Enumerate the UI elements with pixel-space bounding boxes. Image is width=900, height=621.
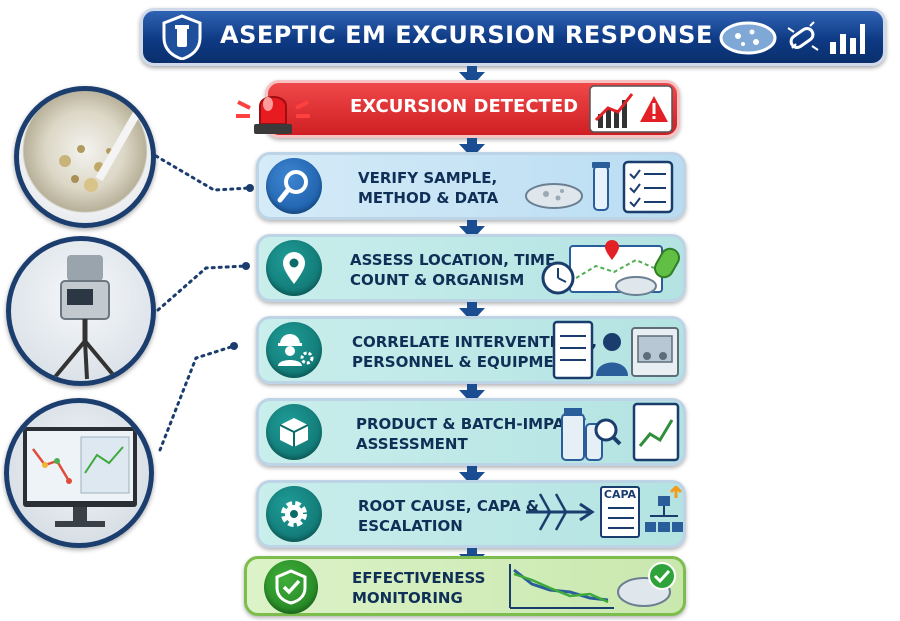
page-title: ASEPTIC EM EXCURSION RESPONSE (220, 21, 713, 49)
location-pin-icon (266, 240, 322, 296)
flow-arrow-stem (467, 66, 477, 74)
alert-chart-icon (589, 85, 673, 133)
shield-vial-icon (162, 14, 202, 60)
step-label: VERIFY SAMPLE, METHOD & DATA (358, 169, 499, 207)
step-verify (256, 152, 686, 220)
bar-chart-icon (830, 24, 865, 54)
flow-arrow-stem (467, 138, 477, 146)
flow-arrow-stem (467, 384, 477, 392)
capa-badge: CAPA (603, 488, 637, 501)
photo-air-sampler (6, 236, 156, 386)
map-clock-icon (541, 240, 680, 296)
worker-gear-icon (266, 322, 322, 378)
step-label: EXCURSION DETECTED (350, 96, 579, 117)
checklist-lines-icon (608, 507, 634, 529)
magnifier-icon (266, 158, 322, 214)
alarm-light-icon (236, 96, 310, 134)
step-label: EFFECTIVENESS MONITORING (352, 569, 486, 607)
sample-checklist-icon (525, 160, 674, 214)
air-sampler-icon (53, 255, 117, 380)
gear-icon (266, 486, 322, 542)
photo-trend-monitor (4, 398, 154, 548)
personnel-equipment-icon (552, 320, 679, 380)
trend-petri-icon (509, 562, 676, 609)
dotted-connectors (154, 154, 254, 452)
fishbone-icon (526, 493, 595, 531)
shield-check-icon (264, 560, 318, 614)
flow-arrow-stem (467, 220, 477, 228)
vials-analysis-icon (561, 402, 680, 462)
flow-arrow-stem (467, 548, 477, 556)
photo-petri-dish (14, 86, 156, 228)
petri-colonies-icon (59, 111, 141, 192)
box-icon (266, 404, 322, 460)
petri-dish-icon (719, 21, 777, 55)
escalation-hierarchy-icon (645, 486, 683, 532)
step-label: ASSESS LOCATION, TIME, COUNT & ORGANISM (350, 251, 561, 289)
step-label: ROOT CAUSE, CAPA & ESCALATION (358, 497, 539, 535)
step-label: PRODUCT & BATCH-IMPACT ASSESSMENT (356, 415, 586, 453)
capa-clipboard (600, 486, 640, 538)
monitor-chart-icon (23, 427, 137, 527)
flow-arrow-stem (467, 466, 477, 474)
bacteria-icon (787, 21, 819, 51)
flow-arrow-stem (467, 302, 477, 310)
